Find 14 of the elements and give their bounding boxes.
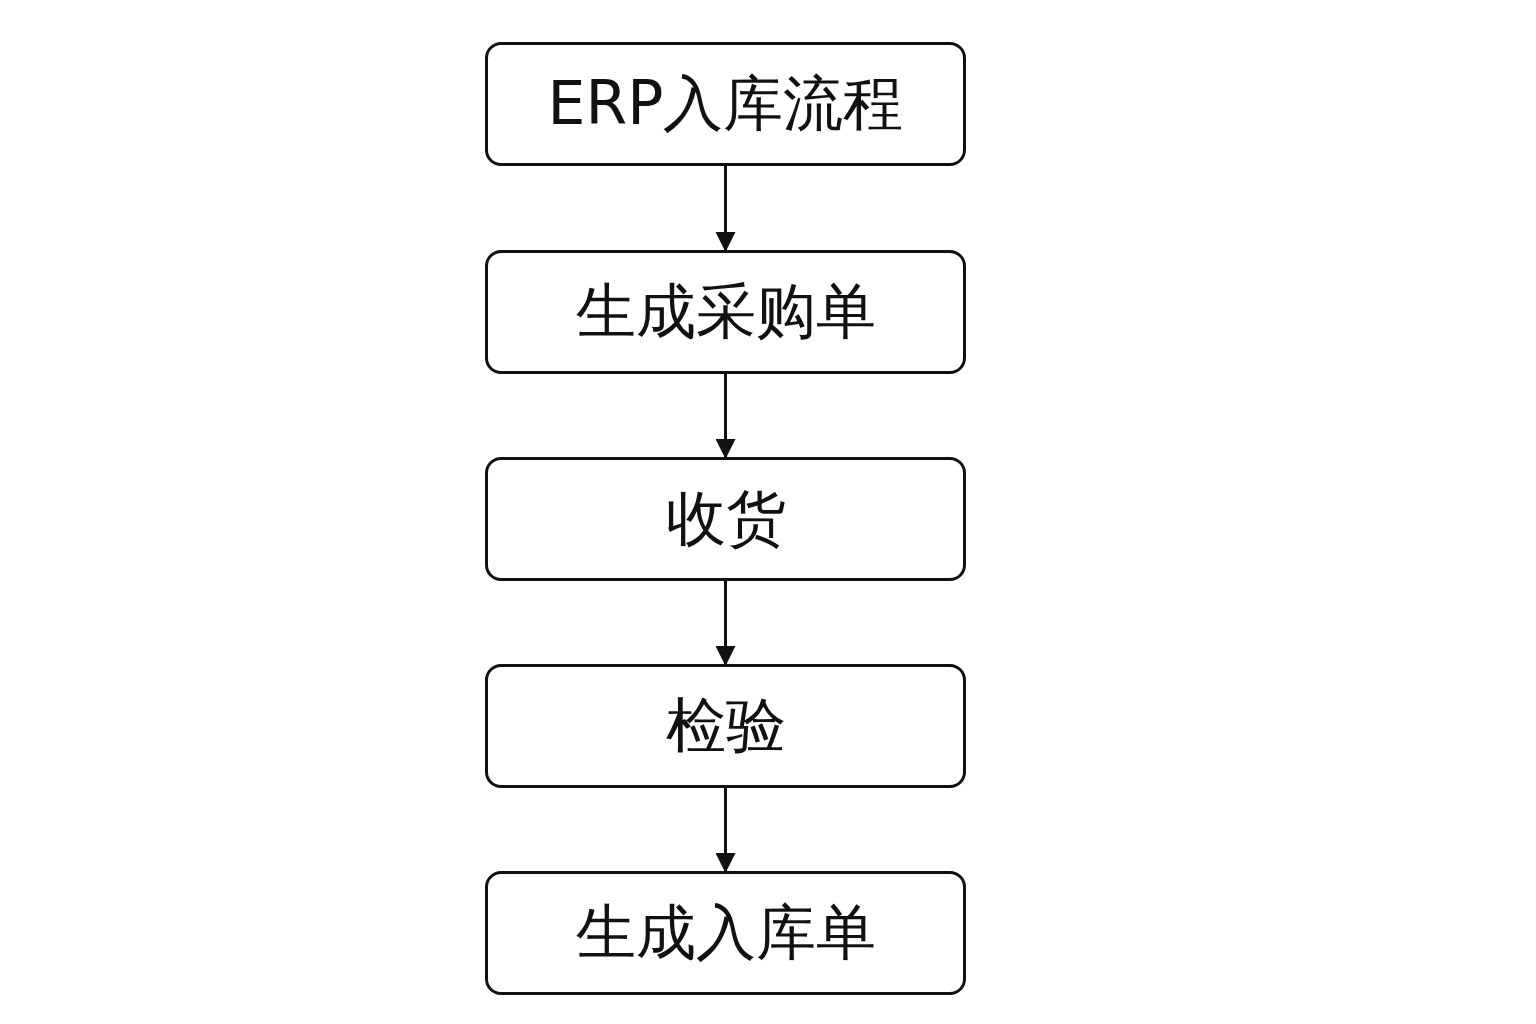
box-label: 检验 <box>665 688 786 762</box>
arrow <box>715 166 736 252</box>
process-box <box>485 42 966 166</box>
box-label: 生成采购单 <box>575 274 876 348</box>
arrow <box>715 581 736 666</box>
process-box <box>485 250 966 374</box>
box-label: ERP入库流程 <box>547 66 904 140</box>
box-label: 生成入库单 <box>575 895 876 969</box>
arrow <box>715 788 736 873</box>
box-label: 收货 <box>665 481 786 555</box>
process-box <box>485 457 966 581</box>
process-box <box>485 871 966 995</box>
process-box <box>485 664 966 788</box>
arrow <box>715 374 736 459</box>
